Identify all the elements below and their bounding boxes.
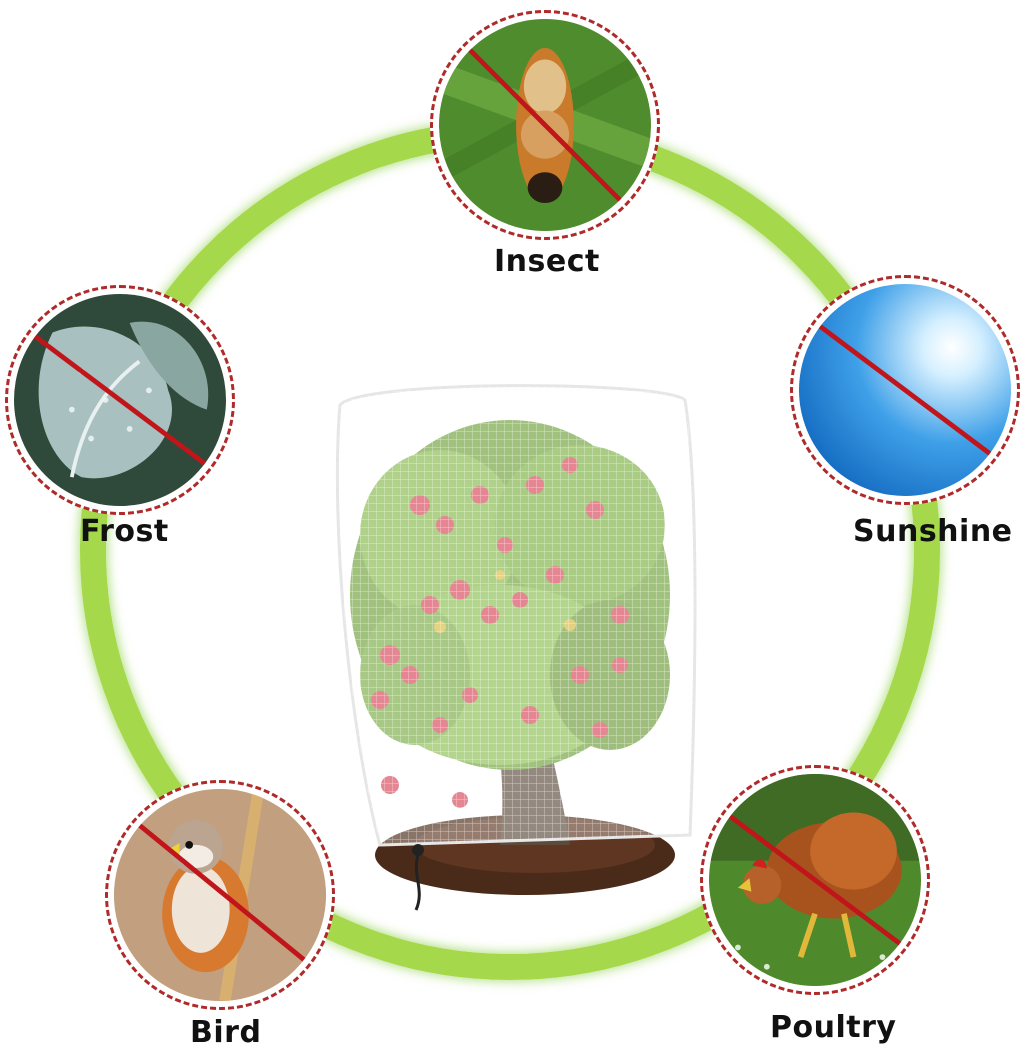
frost-badge	[5, 285, 235, 515]
poultry-badge	[700, 765, 930, 995]
sunshine-icon	[799, 284, 1011, 496]
sunshine-badge	[790, 275, 1020, 505]
bird-label: Bird	[190, 1015, 262, 1050]
insect-label: Insect	[494, 244, 600, 279]
bird-badge	[105, 780, 335, 1010]
frost-icon	[14, 294, 226, 506]
poultry-label: Poultry	[770, 1010, 897, 1045]
frost-label: Frost	[80, 514, 169, 549]
insect-badge	[430, 10, 660, 240]
poultry-icon	[709, 774, 921, 986]
sunshine-label: Sunshine	[853, 514, 1013, 549]
tree-net-illustration	[320, 375, 700, 925]
insect-icon	[439, 19, 651, 231]
bird-icon	[114, 789, 326, 1001]
